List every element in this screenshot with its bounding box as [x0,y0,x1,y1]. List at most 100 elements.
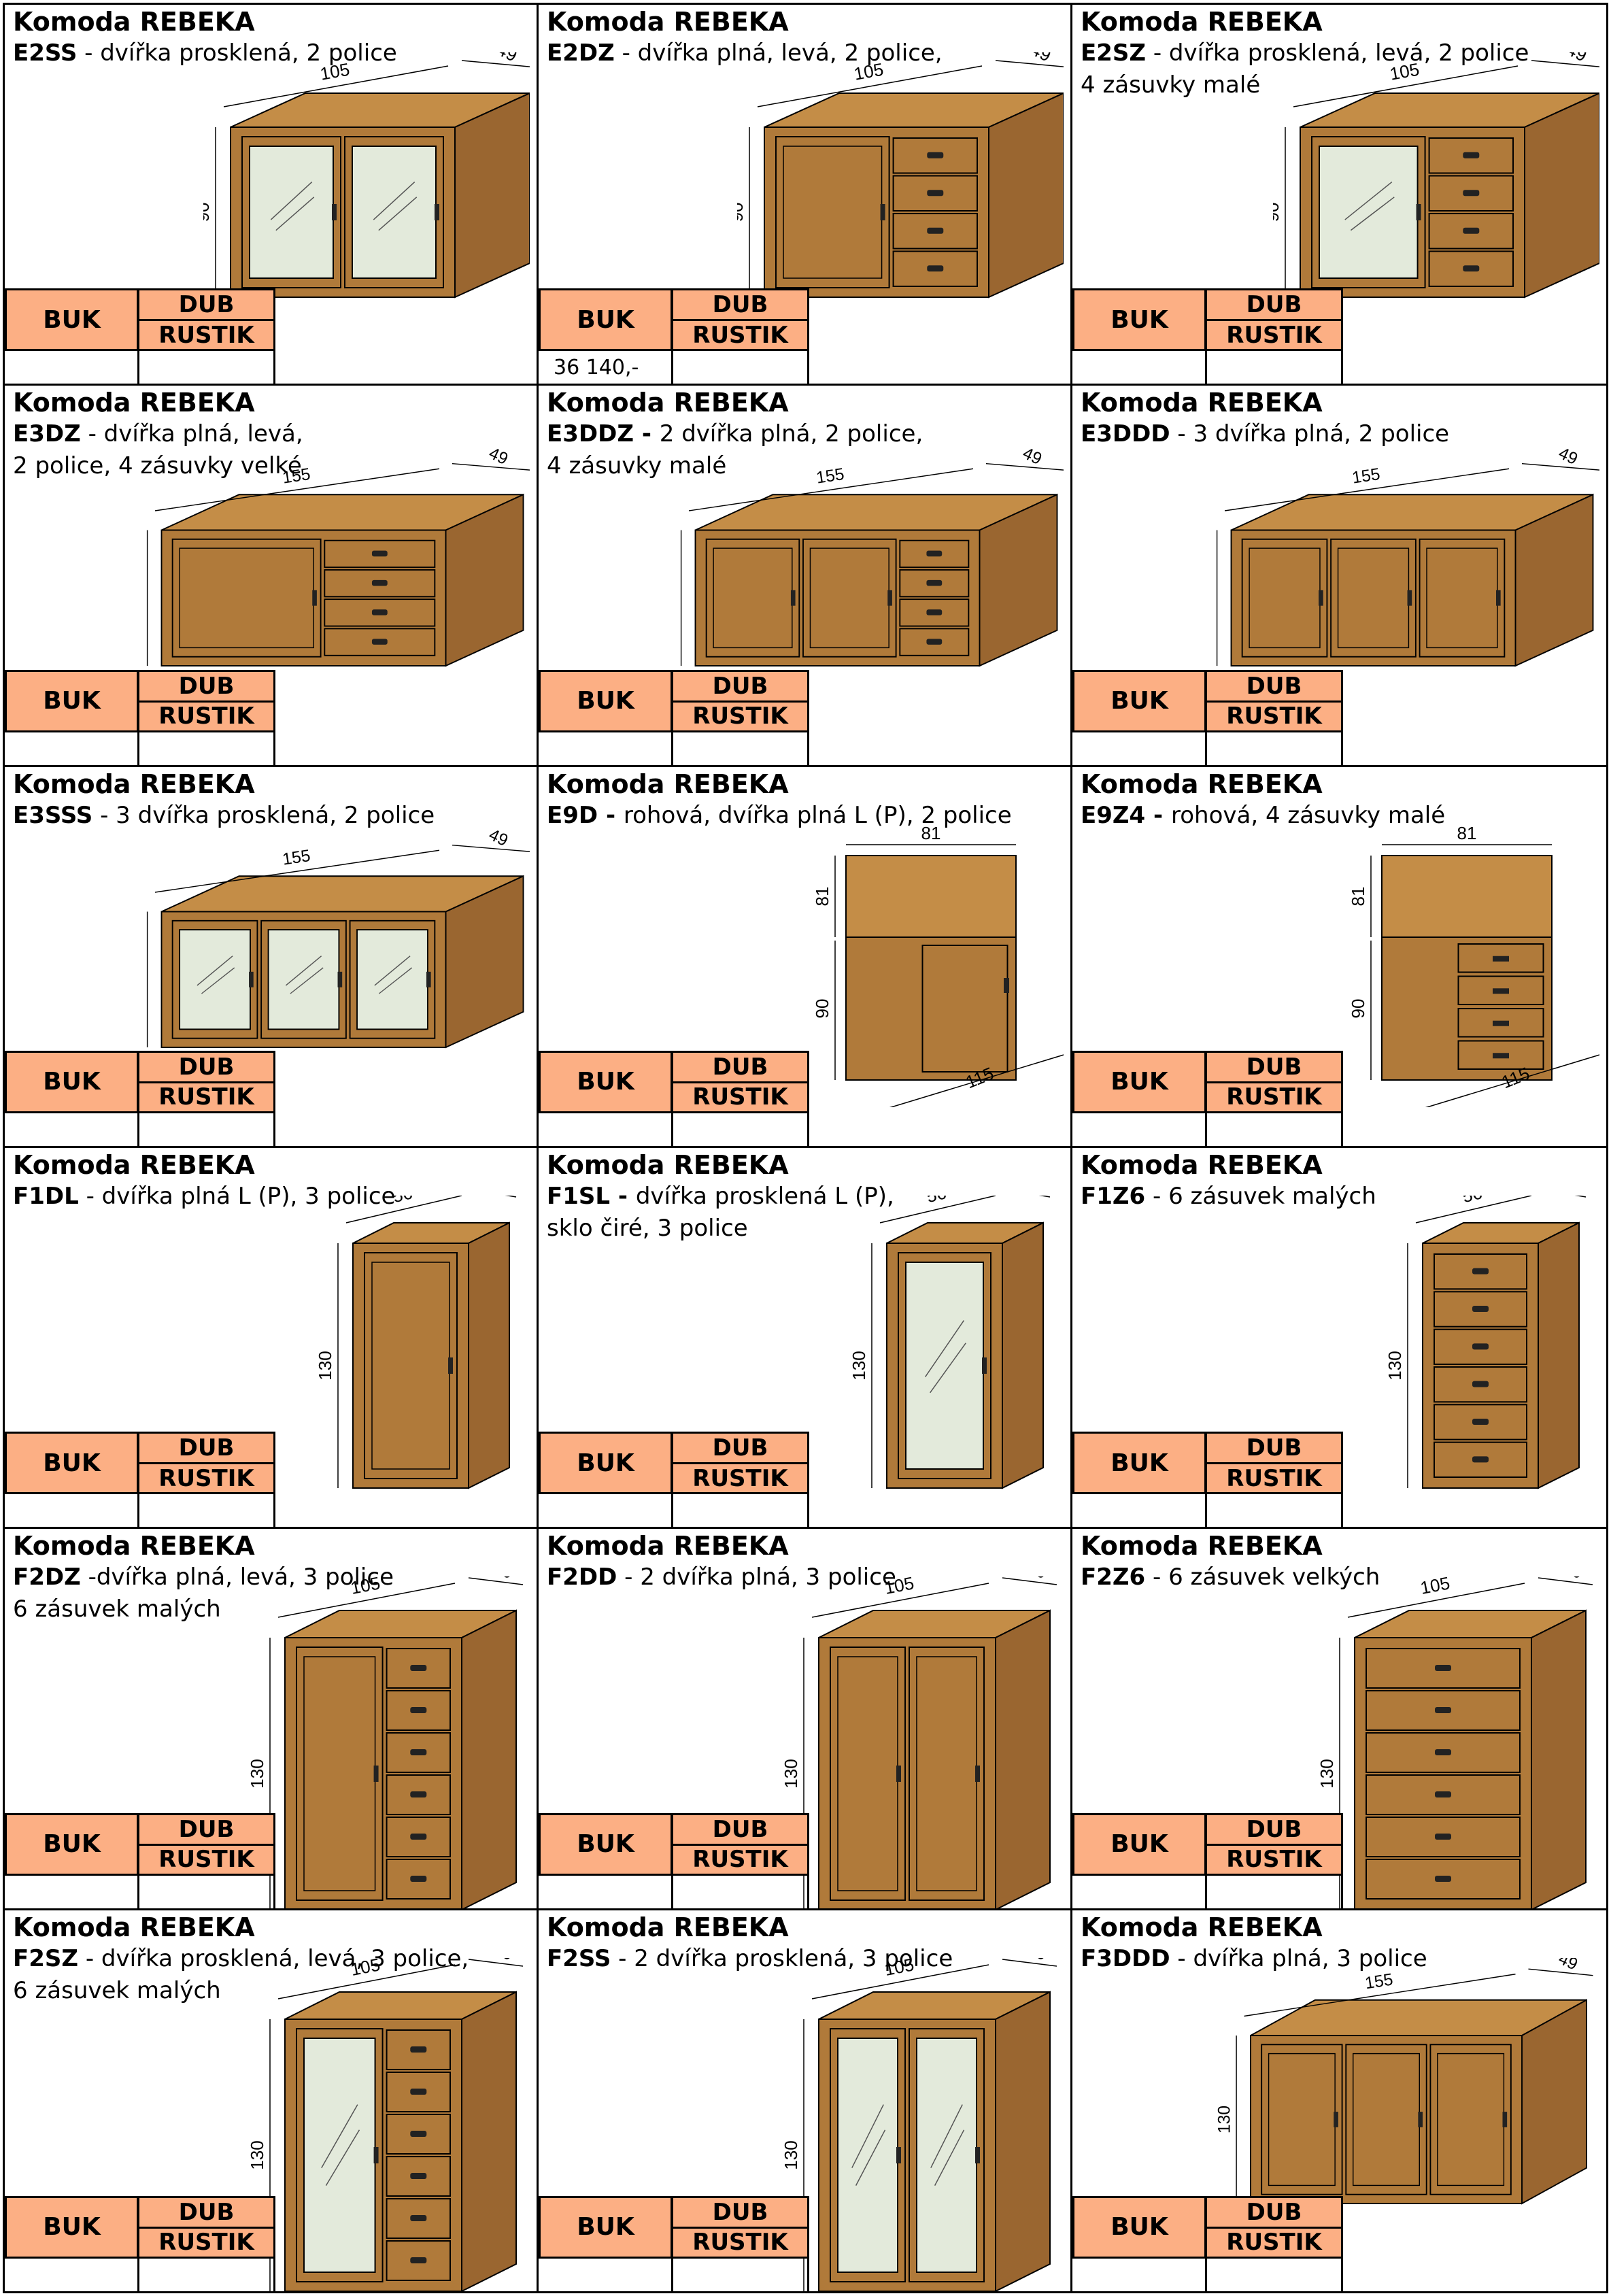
price-header-buk: BUK [539,1812,673,1876]
price-header-dub: DUB [671,1050,809,1083]
price-dub [1205,1873,1343,1908]
glass-pane [356,928,428,1030]
dimension-label: 130 [247,1759,267,1789]
product-description: E2SS - dvířka prosklená, 2 police [13,37,523,69]
dimension-label: 90 [203,203,213,222]
handle-icon [410,2172,427,2179]
door-panel [1345,2044,1427,2195]
product-code: F2DZ [13,1564,81,1591]
dimension-label: 90 [737,203,747,222]
dimension-label: 56 [1460,1196,1484,1206]
handle-icon [371,639,388,645]
price-header-rustik: RUSTIK [671,1462,809,1495]
product-title: Komoda REBEKA [547,388,789,418]
price-table: BUK DUB RUSTIK [1072,288,1343,384]
handle-icon [1472,1305,1489,1312]
handle-icon [1463,190,1480,197]
handle-icon [1472,1381,1489,1387]
glass-pane [916,2037,977,2273]
price-header-buk: BUK [1072,669,1206,732]
dimension-label: 105 [1419,1576,1451,1598]
glass-pane [905,1261,984,1470]
product-title: Komoda REBEKA [13,769,255,799]
price-table: BUK DUB RUSTIK [5,1432,275,1527]
price-header-dub: DUB [1205,1432,1343,1465]
door-panel [705,539,800,658]
cabinet-side [988,92,1064,299]
dimension-label: 155 [1351,465,1382,488]
price-header-rustik: RUSTIK [137,1081,275,1113]
product-title: Komoda REBEKA [1081,769,1323,799]
price-dub [137,2256,275,2291]
handle-icon [410,1749,427,1756]
handle-icon [426,971,431,987]
price-header-buk: BUK [539,1432,673,1495]
handle-icon [1463,265,1480,272]
price-header-rustik: RUSTIK [671,700,809,732]
furniture-drawing: 10549130 [244,1938,530,2291]
furniture-drawing: 10549130 [778,1556,1064,1908]
price-header-rustik: RUSTIK [137,2226,275,2259]
cabinet-top [1381,854,1553,938]
handle-icon [887,590,892,606]
price-dub [671,349,809,384]
price-header-buk: BUK [5,2195,139,2259]
handle-icon [249,971,254,987]
dimension-label: 130 [1317,1759,1337,1789]
price-dub [671,1111,809,1146]
price-header-buk: BUK [539,288,673,352]
price-header-rustik: RUSTIK [1205,319,1343,352]
dimension-label: 90 [1273,203,1283,222]
drawer-front [1457,943,1544,973]
handle-icon [410,1707,427,1714]
product-desc-text: rohová, dvířka plná L (P), 2 police [623,801,1012,829]
price-table: BUK DUB RUSTIK [539,1432,809,1527]
cabinet-body [845,936,1017,1081]
price-buk [5,1111,139,1146]
price-header-dub: DUB [137,1812,275,1846]
dimension-label: 105 [852,59,885,84]
price-table: BUK DUB RUSTIK [1072,1812,1343,1908]
price-header-buk: BUK [5,669,139,732]
product-desc-text: - dvířka plná, levá, 2 police, [614,39,943,67]
product-description: F1Z6 - 6 zásuvek malých [1081,1181,1593,1213]
price-dub [1205,349,1343,384]
product-code: E9Z4 - [1081,801,1171,829]
cabinet-illustration: 5649130 [849,1168,1051,1489]
product-desc-text: - 3 dvířka prosklená, 2 police [92,801,435,829]
dimension-label: 130 [781,2140,801,2170]
door-panel [364,1251,458,1479]
price-table: BUK DUB RUSTIK [539,1812,809,1908]
price-table: BUK DUB RUSTIK [1072,669,1343,765]
dimension-label: 81 [1457,823,1477,843]
furniture-drawing: 5649130 [846,1168,1064,1525]
dimension-label: 155 [1363,1970,1394,1993]
price-header-buk: BUK [1072,2195,1206,2259]
handle-icon [410,1791,427,1798]
handle-icon [410,1665,427,1672]
handle-icon [975,2146,980,2163]
price-header-dub: DUB [671,669,809,703]
price-dub [137,730,275,765]
furniture-drawing: 10549130 [244,1556,530,1908]
product-title: Komoda REBEKA [1081,1912,1323,1942]
price-buk [539,2256,673,2291]
drawer-front [1457,1007,1544,1038]
product-desc-text: - dvířka prosklená, levá, 2 police 4 zás… [1081,39,1529,99]
price-header-buk: BUK [5,1050,139,1113]
dimension-label: 81 [1348,886,1368,906]
dimension-label: 56 [390,1196,414,1206]
price-buk [1072,349,1207,384]
dimension-label: 90 [142,970,145,988]
product-title: Komoda REBEKA [13,388,255,418]
price-table: BUK DUB RUSTIK [5,669,275,765]
cabinet-illustration: 10549130 [781,1938,1057,2291]
handle-icon [1502,2111,1508,2127]
dimension-label: 105 [349,1576,381,1598]
handle-icon [337,971,343,987]
price-buk [5,730,139,765]
handle-icon [1472,1343,1489,1350]
